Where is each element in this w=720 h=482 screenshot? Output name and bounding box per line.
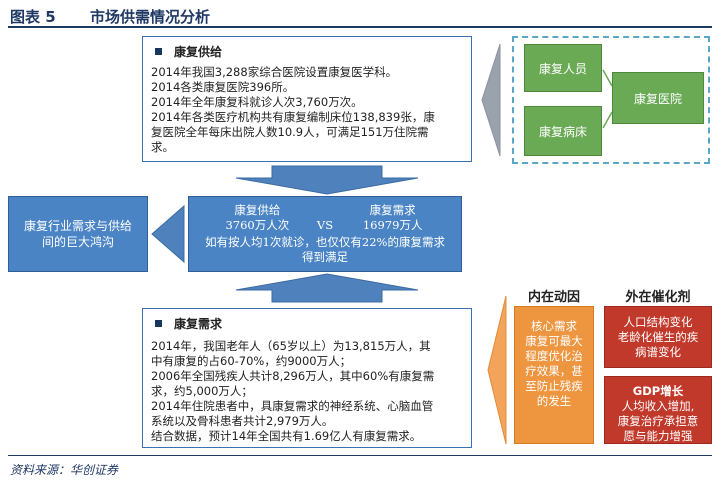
- comparison-titles: 康复供给 康复需求: [189, 203, 461, 218]
- supply-sources-group: [512, 36, 710, 164]
- supply-text: 2014年我国3,288家综合医院设置康复医学科。 2014各类康复医院396所…: [151, 65, 463, 155]
- population-change-line: 病谱变化: [635, 345, 681, 359]
- demand-line: 系统以及骨科患者共计2,979万人。: [151, 414, 334, 428]
- figure-number: 图表 5: [10, 8, 56, 26]
- supply-title: 康复供给: [174, 45, 223, 59]
- population-change-box: 人口结构变化 老龄化催生的疾 病谱变化: [604, 306, 712, 368]
- core-demand-line: 的发生: [536, 394, 572, 408]
- supply-line: 复医院全年每床出院人数10.9人，可满足151万住院需: [151, 125, 429, 139]
- result-text-line: 间的巨大鸿沟: [41, 235, 114, 249]
- arrow-supply-down: [235, 165, 419, 195]
- gdp-growth-line: 康复治疗承担意: [617, 414, 699, 428]
- arrow-drivers-to-demand: [487, 295, 507, 445]
- comparison-summary-line: 得到满足: [302, 250, 348, 264]
- gdp-growth-box: GDP增长 人均收入增加, 康复治疗承担意 愿与能力增强: [604, 376, 712, 444]
- gdp-growth-line: 愿与能力增强: [623, 429, 693, 443]
- node-rehab-staff: 康复人员: [524, 44, 602, 92]
- source-note: 资料来源：华创证券: [10, 463, 119, 477]
- demand-text: 2014年，我国老年人（65岁以上）为13,815万人，其 中有康复的占60-7…: [151, 339, 463, 444]
- arrow-sources-to-supply: [481, 43, 501, 157]
- demand-line: 结合数据，预计14年全国共有1.69亿人有康复需求。: [151, 429, 422, 443]
- arrow-to-result: [151, 204, 185, 264]
- comparison-values: 3760万人次 VS 16979万人: [189, 218, 461, 233]
- gdp-growth-line: 人均收入增加,: [621, 399, 695, 413]
- demand-title: 康复需求: [174, 317, 223, 331]
- core-demand-line: 康复可最大: [525, 334, 583, 348]
- supply-box: 康复供给 2014年我国3,288家综合医院设置康复医学科。 2014各类康复医…: [142, 36, 472, 162]
- comparison-demand-label: 康复需求: [369, 203, 416, 217]
- comparison-supply-value: 3760万人次: [225, 218, 290, 232]
- supply-heading: 康复供给: [155, 43, 222, 60]
- supply-line: 2014年各类医疗机构共有康复编制床位138,839张，康: [151, 110, 435, 124]
- external-drivers-heading: 外在催化剂: [625, 290, 691, 305]
- demand-line: 2014年住院患者中，具康复需求的神经系统、心脑血管: [151, 399, 434, 413]
- figure-header: 图表 5 市场供需情况分析: [8, 2, 712, 28]
- demand-line: 2014年，我国老年人（65岁以上）为13,815万人，其: [151, 339, 431, 353]
- supply-line: 2014各类康复医院396所。: [151, 80, 295, 94]
- arrow-demand-up: [235, 273, 419, 303]
- core-demand-line: 疗效果，甚: [525, 364, 583, 378]
- result-box: 康复行业需求与供给 间的巨大鸿沟: [8, 196, 148, 272]
- node-rehab-beds: 康复病床: [524, 106, 602, 156]
- population-change-title: 人口结构变化: [623, 315, 693, 329]
- footer-rule: [8, 455, 712, 456]
- comparison-supply-label: 康复供给: [234, 203, 281, 217]
- supply-line: 求。: [151, 140, 174, 154]
- demand-heading: 康复需求: [155, 315, 222, 332]
- demand-line: 中有康复的占60-70%，约9000万人；: [151, 354, 352, 368]
- comparison-summary-line: 如有按人均1次就诊，也仅仅有22%的康复需求: [205, 235, 445, 249]
- comparison-demand-value: 16979万人: [362, 218, 423, 232]
- supply-line: 2014年全年康复科就诊人次3,760万次。: [151, 95, 363, 109]
- core-demand-line: 程度优化治: [525, 349, 583, 363]
- gdp-growth-title: GDP增长: [632, 384, 684, 398]
- internal-drivers-heading: 内在动因: [527, 290, 580, 305]
- comparison-box: 康复供给 康复需求 3760万人次 VS 16979万人 如有按人均1次就诊，也…: [188, 196, 462, 272]
- population-change-line: 老龄化催生的疾: [617, 330, 699, 344]
- bullet-square-icon: [155, 48, 162, 55]
- connector-staff-hospital: [602, 69, 613, 87]
- core-demand-title: 核心需求: [531, 319, 577, 333]
- demand-box: 康复需求 2014年，我国老年人（65岁以上）为13,815万人，其 中有康复的…: [142, 308, 472, 448]
- demand-line: 2006年全国残疾人共计8,296万人，其中60%有康复需: [151, 369, 435, 383]
- supply-line: 2014年我国3,288家综合医院设置康复医学科。: [151, 65, 398, 79]
- connector-bed-hospital: [602, 111, 613, 129]
- demand-line: 求，约5,000万人；: [151, 384, 253, 398]
- comparison-vs: VS: [316, 218, 334, 232]
- core-demand-box: 核心需求 康复可最大 程度优化治 疗效果，甚 至防止残疾 的发生: [514, 306, 594, 444]
- core-demand-line: 至防止残疾: [525, 379, 583, 393]
- result-text-line: 康复行业需求与供给: [23, 219, 132, 233]
- figure-title: 市场供需情况分析: [90, 8, 211, 26]
- node-rehab-hospital: 康复医院: [612, 72, 704, 124]
- header-rule: [8, 26, 712, 28]
- bullet-square-icon: [155, 320, 162, 327]
